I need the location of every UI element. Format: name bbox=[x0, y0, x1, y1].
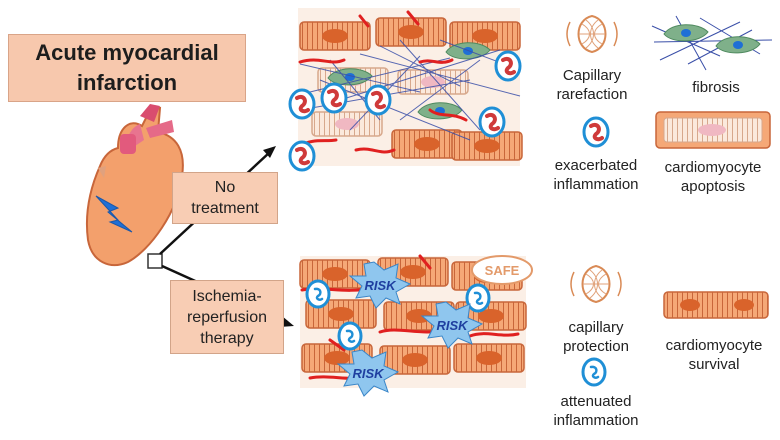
heart-icon bbox=[85, 104, 184, 269]
legend-capillary-rarefaction-line-1: Capillary bbox=[562, 67, 622, 84]
cardiomyocyte-survival-icon bbox=[663, 291, 769, 319]
legend-exacerbated-line-1: exacerbated bbox=[554, 157, 638, 174]
legend-attenuated-line-2: inflammation bbox=[553, 412, 639, 429]
legend-exacerbated-inflammation: exacerbated inflammation bbox=[542, 156, 650, 194]
risk-label-2: RISK bbox=[436, 318, 469, 333]
fibrosis-icon bbox=[651, 15, 773, 71]
capillary-rarefaction-icon bbox=[566, 15, 618, 53]
risk-badge-2: RISK bbox=[420, 301, 484, 349]
no-treatment-box: No treatment bbox=[172, 172, 278, 224]
no-treatment-line-1: No bbox=[214, 179, 236, 196]
reperfusion-line-3: therapy bbox=[200, 329, 254, 347]
legend-attenuated-line-1: attenuated bbox=[560, 393, 632, 410]
legend-fibrosis: fibrosis bbox=[676, 78, 756, 97]
title-line-1: Acute myocardial bbox=[35, 40, 219, 65]
legend-survival-line-1: cardiomyocyte bbox=[665, 337, 763, 354]
legend-exacerbated-line-2: inflammation bbox=[553, 176, 639, 193]
reperfusion-line-2: reperfusion bbox=[186, 308, 268, 326]
title-line-2: infarction bbox=[76, 70, 178, 95]
reperfusion-line-1: Ischemia- bbox=[192, 287, 262, 305]
legend-capillary-rarefaction: Capillary rarefaction bbox=[548, 66, 636, 104]
legend-apoptosis-line-2: apoptosis bbox=[680, 178, 746, 195]
reperfusion-box: Ischemia- reperfusion therapy bbox=[170, 280, 284, 354]
risk-badge-3: RISK bbox=[336, 349, 400, 397]
attenuated-inflammation-icon bbox=[581, 357, 607, 387]
legend-survival-line-2: survival bbox=[688, 356, 740, 373]
legend-cardiomyocyte-apoptosis: cardiomyocyte apoptosis bbox=[656, 158, 770, 196]
legend-fibrosis-text: fibrosis bbox=[692, 79, 740, 96]
tissue-no-treatment bbox=[288, 8, 523, 172]
title-box: Acute myocardial infarction bbox=[8, 34, 246, 102]
exacerbated-inflammation-icon bbox=[582, 116, 610, 148]
legend-capillary-protection-line-2: protection bbox=[563, 338, 629, 355]
risk-label-1: RISK bbox=[364, 278, 397, 293]
legend-apoptosis-line-1: cardiomyocyte bbox=[664, 159, 762, 176]
safe-badge: SAFE bbox=[471, 255, 533, 285]
no-treatment-line-2: treatment bbox=[191, 200, 259, 217]
legend-cardiomyocyte-survival: cardiomyocyte survival bbox=[654, 336, 774, 374]
risk-badge-1: RISK bbox=[348, 261, 412, 309]
legend-attenuated-inflammation: attenuated inflammation bbox=[540, 392, 652, 430]
cardiomyocyte-apoptosis-icon bbox=[655, 111, 771, 149]
safe-label: SAFE bbox=[485, 263, 520, 278]
legend-capillary-protection: capillary protection bbox=[552, 318, 640, 356]
legend-capillary-protection-line-1: capillary bbox=[568, 319, 624, 336]
capillary-protection-icon bbox=[570, 265, 622, 303]
risk-label-3: RISK bbox=[352, 366, 385, 381]
legend-capillary-rarefaction-line-2: rarefaction bbox=[556, 86, 628, 103]
